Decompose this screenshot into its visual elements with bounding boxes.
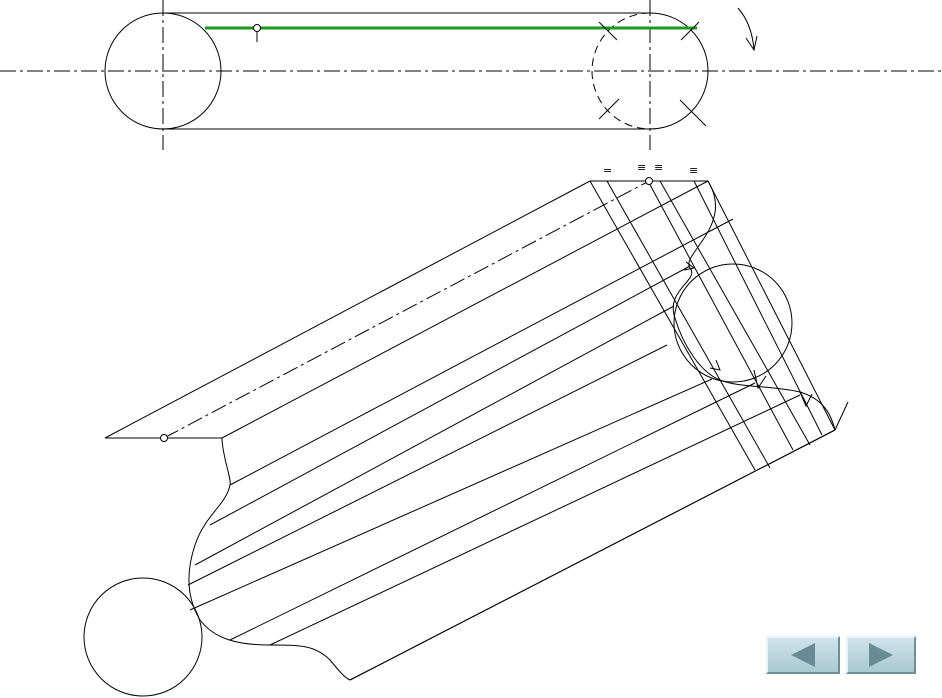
- rotation-arrowhead: [745, 35, 758, 52]
- equal-mark: ≡: [654, 161, 663, 174]
- top-point-marker: [253, 24, 261, 32]
- generatrix: [221, 180, 709, 439]
- end-edge: [659, 180, 811, 446]
- generatrix: [194, 305, 675, 566]
- lower-outer-edge: [349, 429, 836, 681]
- triangle-right-icon: [869, 643, 893, 667]
- right-section-circle: [673, 263, 793, 383]
- tick-mark: [598, 98, 620, 120]
- end-edge: [606, 180, 771, 469]
- generatrix: [187, 344, 668, 586]
- axis-point-left: [160, 434, 168, 442]
- previous-button[interactable]: [766, 636, 840, 674]
- next-button[interactable]: [846, 636, 916, 674]
- end-contour: [590, 180, 836, 431]
- auxiliary-view: [83, 177, 849, 697]
- generatrix: [189, 378, 713, 611]
- dimension-marks: = ≡ ≡ ≡: [603, 161, 698, 177]
- curve-arrow: [799, 391, 813, 408]
- generatrix: [229, 382, 756, 641]
- end-edge: [647, 180, 794, 451]
- curve-arrow: [683, 261, 696, 271]
- equal-mark: ≡: [689, 164, 698, 177]
- rotation-arrow: [737, 7, 755, 51]
- end-flick: [834, 401, 849, 431]
- generatrix: [269, 394, 801, 646]
- upper-contour: [104, 180, 591, 439]
- lower-section-curve: [188, 437, 351, 681]
- tick-mark: [679, 99, 707, 127]
- curve-arrow: [753, 369, 767, 390]
- tick-mark: [598, 21, 618, 41]
- right-section-curve: [672, 180, 836, 431]
- lower-section-circle: [83, 577, 203, 697]
- tick-mark: [680, 21, 700, 41]
- axis-point-right: [645, 177, 653, 185]
- auxiliary-axis: [163, 180, 650, 439]
- generatrix: [229, 218, 734, 486]
- top-right-arc: [649, 12, 709, 130]
- top-view: [0, 0, 942, 150]
- curve-arrow: [709, 359, 721, 371]
- generatrix: [209, 265, 691, 526]
- equal-mark: =: [603, 164, 612, 177]
- equal-mark: ≡: [637, 161, 646, 174]
- top-right-dashed-circle: [591, 12, 651, 130]
- triangle-left-icon: [791, 643, 815, 667]
